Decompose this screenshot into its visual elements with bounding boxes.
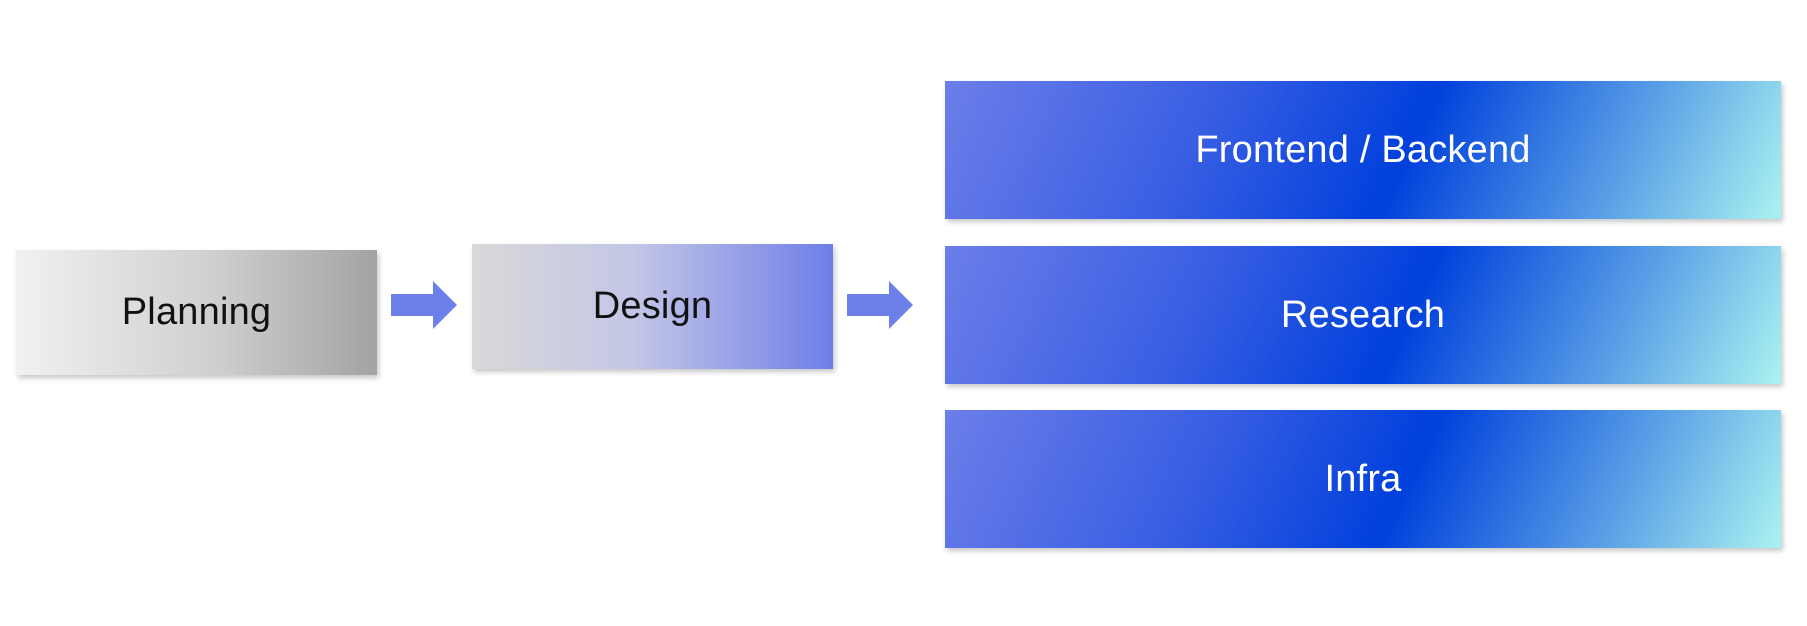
planning-box: Planning [16,250,377,375]
frontend-backend-label: Frontend / Backend [1195,128,1531,171]
infra-box: Infra [945,410,1781,548]
infra-label: Infra [1324,457,1402,500]
right-arrow-icon [847,281,913,329]
frontend-backend-box: Frontend / Backend [945,81,1781,219]
design-label: Design [592,285,713,327]
right-arrow-icon [391,281,457,329]
planning-label: Planning [121,291,272,333]
research-label: Research [1280,293,1446,336]
research-box: Research [945,246,1781,384]
design-box: Design [472,244,833,369]
